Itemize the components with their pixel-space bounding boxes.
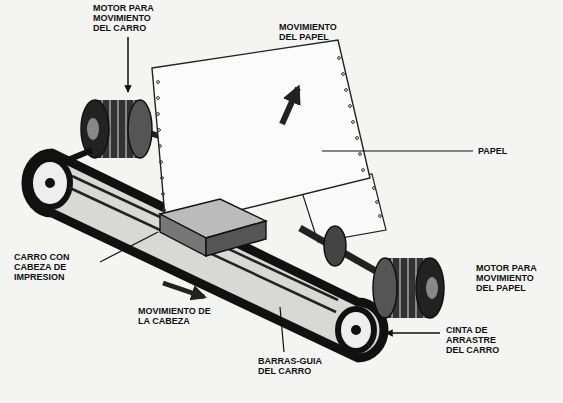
part-label: MOVIMIENTO DEL PAPEL <box>279 22 341 42</box>
pulley-hub <box>351 325 361 335</box>
part-label: MOTOR PARA MOVIMIENTO DEL PAPEL <box>476 263 552 293</box>
carriage-front <box>160 214 206 256</box>
part-label: BARRAS-GUIA DEL CARRO <box>258 356 330 376</box>
paper-roller <box>324 226 346 266</box>
leader-line <box>127 37 129 92</box>
motor-hub <box>87 118 99 140</box>
guide-bar <box>70 188 336 312</box>
leader-line <box>386 332 440 334</box>
motor-end <box>128 100 152 158</box>
head-motion-arrow <box>163 283 204 297</box>
carriage-side <box>206 221 266 256</box>
leader-line <box>280 307 284 352</box>
leader-line <box>322 150 473 151</box>
paper <box>152 40 386 242</box>
motor-face <box>81 100 109 158</box>
paper-motor <box>300 226 444 318</box>
part-label: CINTA DE ARRASTRE DEL CARRO <box>446 325 512 355</box>
belt-pulley <box>338 309 374 351</box>
motor-end <box>373 258 397 318</box>
paper-sheet <box>152 40 370 228</box>
part-label: MOVIMIENTO DE LA CABEZA <box>138 306 218 326</box>
print-carriage <box>160 199 266 256</box>
leader-line <box>100 232 158 262</box>
part-label: MOTOR PARA MOVIMIENTO DEL CARRO <box>93 3 159 33</box>
pulley-hub <box>45 178 55 188</box>
paper-motion-arrow <box>282 88 298 124</box>
sprocket-holes <box>157 57 382 218</box>
motor-face <box>416 258 444 318</box>
part-label: CARRO CON CABEZA DE IMPRESION <box>14 252 80 282</box>
leaders <box>100 37 473 352</box>
part-label: PAPEL <box>478 146 518 156</box>
motor-hub <box>426 277 438 299</box>
belt-pulley <box>30 159 70 207</box>
motor-coupling <box>68 150 92 160</box>
